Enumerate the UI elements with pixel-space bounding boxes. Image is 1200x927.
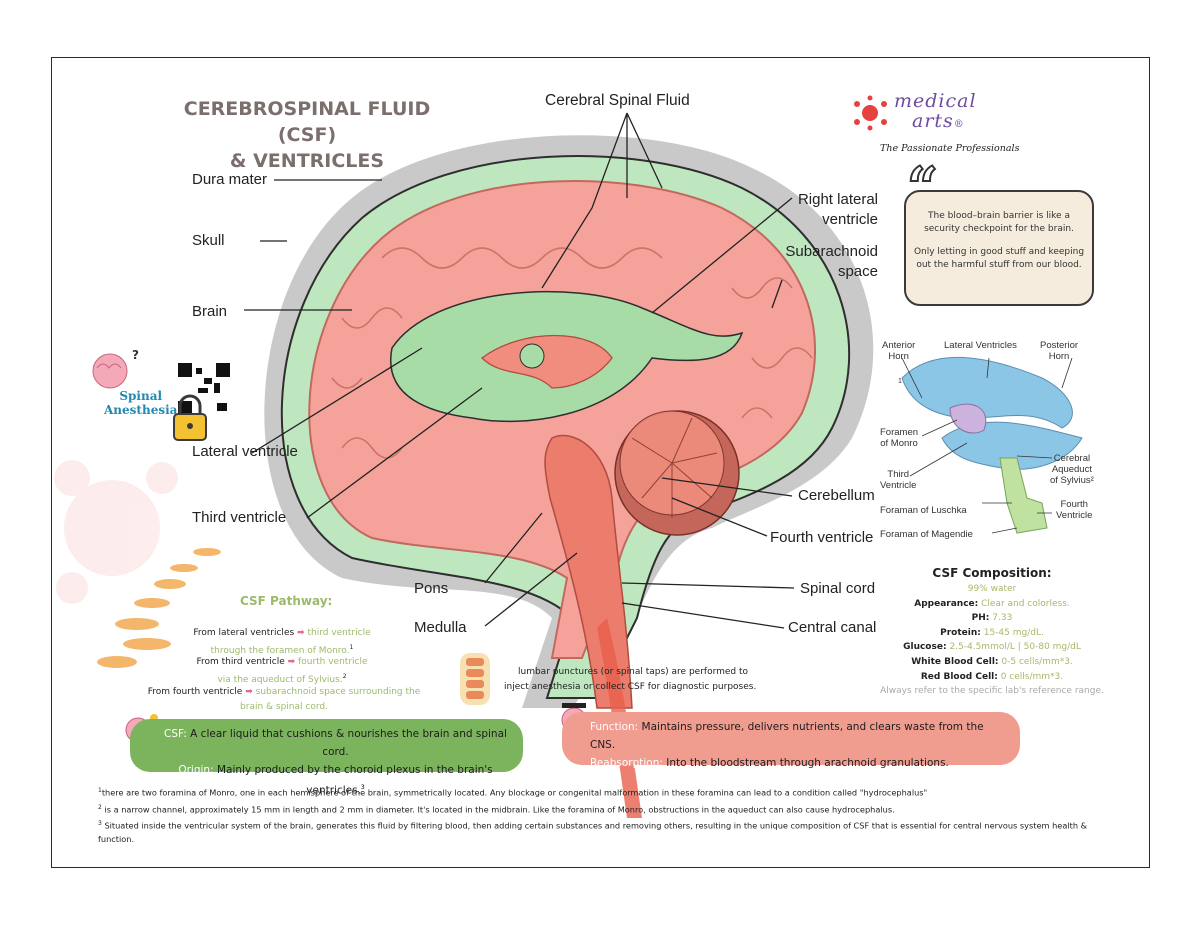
page-title: CEREBROSPINAL FLUID (CSF) & VENTRICLES — [152, 96, 462, 174]
pathway-step-2: From third ventricle ➡ fourth ventricle … — [196, 657, 368, 685]
label-brain: Brain — [192, 303, 228, 320]
csf-composition: CSF Composition: 99% water Appearance: C… — [872, 564, 1112, 699]
footnote-1: 1there are two foramina of Monro, one in… — [98, 787, 928, 798]
label-csf: Cerebral Spinal Fluid — [545, 92, 690, 109]
right-lateral-line-2: ventricle — [822, 211, 878, 228]
pathway-step-1: From lateral ventricles ➡ third ventricl… — [193, 628, 371, 656]
quote-line-2: Only letting in good stuff and keeping o… — [913, 247, 1085, 270]
ventricle-system-diagram — [901, 356, 1083, 534]
csf-definition-box: CSF: A clear liquid that cushions & nour… — [130, 719, 523, 797]
label-lateral-ventricle: Lateral ventricle — [192, 443, 298, 460]
label-central-canal: Central canal — [788, 619, 877, 636]
quote-line-1: The blood–brain barrier is like a securi… — [924, 211, 1074, 234]
lock-icon — [173, 394, 207, 441]
label-dura-mater: Dura mater — [192, 171, 268, 188]
question-mark-icon: ? — [132, 348, 139, 362]
lumbar-puncture-note: lumbar punctures (or spinal taps) are pe… — [504, 667, 757, 692]
qr-code-icon — [176, 361, 232, 417]
label-spinal-cord: Spinal cord — [800, 580, 876, 597]
title-line-1: CEREBROSPINAL FLUID (CSF) — [183, 98, 431, 146]
poster-frame: “ ” — [51, 57, 1150, 868]
label-medulla: Medulla — [414, 619, 467, 636]
vd-lateral-ventricles: Lateral Ventricles — [944, 340, 1017, 351]
label-third-ventricle: Third ventricle — [192, 509, 287, 526]
logo-line-1: medical — [894, 90, 977, 112]
footnote-2: 2 is a narrow channel, approximately 15 … — [98, 804, 895, 815]
title-line-2: & VENTRICLES — [229, 150, 385, 172]
choroid-shape — [481, 334, 613, 389]
arrow-icon: ➡ — [287, 657, 296, 667]
subarachnoid-line-1: Subarachnoid — [785, 243, 878, 260]
label-fourth-ventricle: Fourth ventricle — [770, 529, 874, 546]
arrow-icon: ➡ — [297, 628, 305, 638]
pathway-title: CSF Pathway: — [240, 594, 333, 608]
watermark-splash — [54, 460, 178, 604]
composition-water: 99% water — [967, 584, 1017, 594]
pathway-step-3: From fourth ventricle ➡ subarachnoid spa… — [147, 687, 421, 712]
spinal-anesthesia-label: Spinal Anesthesia — [104, 389, 177, 417]
leader-lines — [244, 112, 795, 629]
vd-number-mark: 1 — [898, 378, 902, 385]
spinal-line-2: Anesthesia — [104, 403, 178, 417]
blood-brain-barrier-quote: The blood–brain barrier is like a securi… — [904, 190, 1094, 306]
arrow-icon: ➡ — [245, 687, 253, 697]
logo: medical arts® — [894, 91, 977, 135]
logo-line-2: arts — [912, 110, 954, 132]
registered-mark: ® — [953, 119, 965, 130]
csf-function-box: Function: Maintains pressure, delivers n… — [562, 712, 1020, 769]
spine-icon — [460, 653, 490, 705]
label-right-lateral-ventricle: Right lateral ventricle — [792, 190, 878, 230]
logo-splash-icon — [854, 95, 887, 131]
third-ventricle-dot — [519, 343, 545, 369]
stepping-stones-decoration — [97, 548, 221, 668]
label-pons: Pons — [414, 580, 449, 597]
footnote-3: 3 Situated inside the ventricular system… — [98, 820, 1088, 844]
brain-gyri — [331, 247, 813, 459]
brain-shape — [308, 180, 816, 659]
right-lateral-line-1: Right lateral — [797, 191, 878, 208]
spinal-line-1: Spinal — [119, 389, 163, 403]
composition-note: Always refer to the specific lab's refer… — [880, 686, 1104, 697]
label-cerebellum: Cerebellum — [798, 487, 875, 504]
label-skull: Skull — [192, 232, 225, 249]
brain-character-icon — [92, 353, 128, 389]
vd-foramen-luschka: Foraman of Luschka — [880, 505, 967, 516]
logo-tagline: The Passionate Professionals — [880, 143, 1020, 154]
brain-illustration: “ ” — [54, 95, 1083, 818]
vd-foramen-magendie: Foraman of Magendie — [880, 529, 973, 540]
cerebellum-folia — [631, 417, 718, 518]
subarachnoid-line-2: space — [837, 263, 878, 280]
label-subarachnoid-space: Subarachnoid space — [776, 242, 878, 282]
composition-title: CSF Composition: — [932, 566, 1052, 580]
